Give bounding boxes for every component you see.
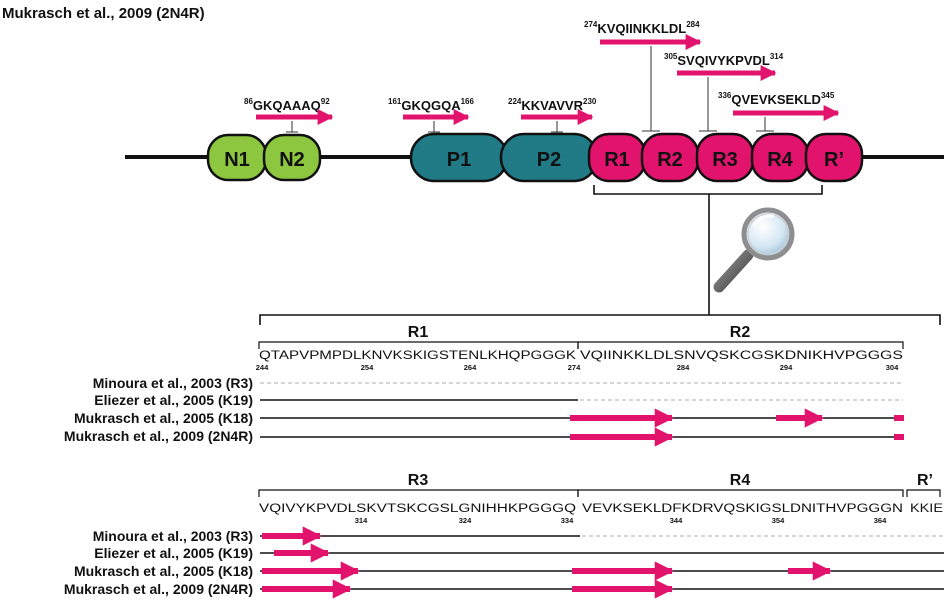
panel1-tick: 254: [361, 363, 374, 372]
domain-r1-label: R1: [604, 149, 630, 171]
panel1-strand-k18-end: [894, 415, 904, 421]
panel1-strand-2n4r-end: [894, 434, 904, 440]
domain-n1-label: N1: [224, 149, 250, 171]
domain-r4-label: R4: [767, 149, 793, 171]
domain-p1: P1: [409, 132, 509, 183]
panel2-tick: 364: [874, 516, 887, 525]
domain-r1: R1: [587, 132, 647, 183]
domain-r4: R4: [750, 132, 810, 183]
panel1-r1-label: R1: [408, 324, 429, 341]
panel2-seq-r3: VQIVYKPVDLSKVTSKCGSLGNIHHKPGGGQ: [259, 503, 576, 515]
detail-panel-bracket: [259, 314, 941, 325]
panel1-ticks: 244 254 264 274 284 294 304: [256, 363, 899, 372]
panel2-r3-label: R3: [408, 472, 429, 489]
panel2-rp-bracket: [906, 489, 941, 497]
strand-label-2: 161GKQGQA166: [388, 97, 474, 113]
panel1-study-mukrasch2009: Mukrasch et al., 2009 (2N4R): [64, 428, 253, 444]
panel1-r2-bracket: [577, 341, 904, 349]
panel2-study-mukrasch2009: Mukrasch et al., 2009 (2N4R): [64, 581, 253, 597]
panel1-seq-r2: VQIINKKLDLSNVQSKCGSKDNIKHVPGGGS: [580, 350, 903, 362]
panel1-study-eliezer: Eliezer et al., 2005 (K19): [94, 392, 253, 408]
panel2-tick: 354: [772, 516, 785, 525]
panel2-r4-label: R4: [730, 472, 751, 489]
domain-n2-label: N2: [279, 149, 305, 171]
magnifier-icon: [713, 207, 795, 293]
strand-connectors: [286, 46, 774, 133]
strand-label-3: 224KKVAVVR230: [508, 97, 597, 113]
domain-n1: N1: [206, 133, 268, 182]
panel1-tick: 264: [464, 363, 477, 372]
domain-r3-label: R3: [712, 149, 738, 171]
panel1-r2-label: R2: [730, 324, 751, 341]
domain-r-prime: R’: [804, 132, 864, 183]
panel2-seq-rp: KKIE: [910, 503, 943, 515]
strand-label-5: 305SVQIVYKPVDL314: [664, 52, 784, 68]
domain-r-prime-label: R’: [824, 149, 844, 171]
figure-title: Mukrasch et al., 2009 (2N4R): [2, 5, 205, 22]
panel2-r4-bracket: [577, 489, 904, 497]
strand-label-1: 86GKQAAAQ92: [244, 97, 330, 113]
panel1-study-minoura: Minoura et al., 2003 (R3): [93, 375, 253, 391]
panel2-study-minoura: Minoura et al., 2003 (R3): [93, 528, 253, 544]
domain-p2: P2: [499, 132, 599, 183]
strand-label-4: 274KVQIINKKLDL284: [584, 20, 700, 36]
panel2-tick: 344: [670, 516, 683, 525]
panel2-ticks: 314 324 334 344 354 364: [355, 516, 887, 525]
panel2-r3-bracket: [258, 489, 579, 497]
panel1-study-mukrasch2005: Mukrasch et al., 2005 (K18): [74, 410, 253, 426]
panel2-tick: 334: [561, 516, 574, 525]
panel2-tick: 314: [355, 516, 368, 525]
domain-r3: R3: [695, 132, 755, 183]
domain-p2-label: P2: [537, 149, 561, 171]
panel2-rp-label: R’: [917, 472, 933, 489]
panel1-tick: 294: [780, 363, 793, 372]
strand-label-6: 336QVEVKSEKLD345: [718, 91, 835, 107]
domain-n2: N2: [262, 133, 322, 182]
panel1-tick: 304: [886, 363, 899, 372]
domain-r2: R2: [640, 132, 700, 183]
domain-p1-label: P1: [447, 149, 471, 171]
panel2-study-mukrasch2005: Mukrasch et al., 2005 (K18): [74, 563, 253, 579]
panel1-tick: 244: [256, 363, 269, 372]
panel1-r1-bracket: [258, 341, 579, 349]
panel1-seq-r1: QTAPVPMPDLKNVKSKIGSTENLKHQPGGGK: [259, 350, 576, 362]
repeat-region-bracket: [593, 185, 823, 315]
panel2-seq-r4: VEVKSEKLDFKDRVQSKIGSLDNITHVPGGGN: [582, 503, 903, 515]
domain-r2-label: R2: [657, 149, 683, 171]
panel1-tick: 284: [677, 363, 690, 372]
panel2-tick: 324: [459, 516, 472, 525]
panel1-tick: 274: [568, 363, 581, 372]
panel2-study-eliezer: Eliezer et al., 2005 (K19): [94, 545, 253, 561]
